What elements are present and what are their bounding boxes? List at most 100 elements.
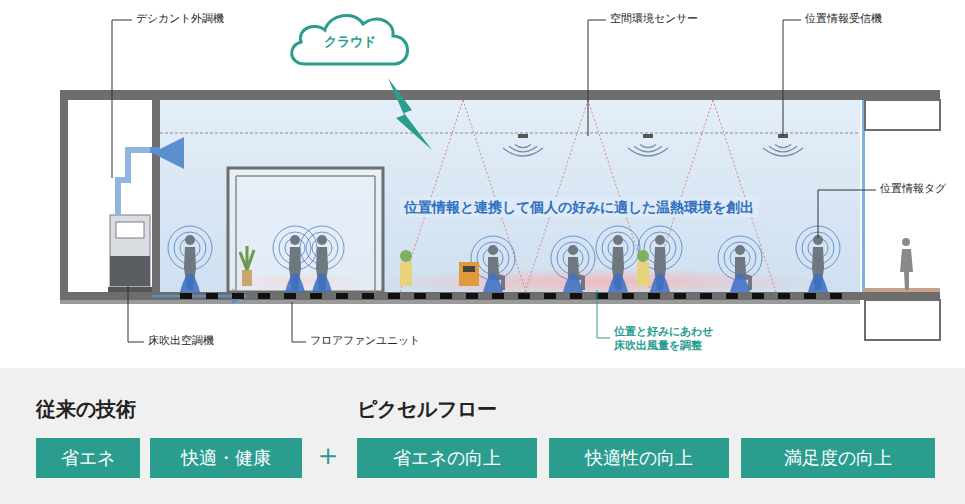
- floor-ac-unit: [110, 256, 150, 286]
- air-plume: [650, 274, 670, 293]
- section-heading: 従来の技術: [36, 396, 136, 422]
- part-label: 位置情報受信機: [805, 12, 882, 26]
- air-plume: [180, 274, 200, 293]
- lightning: [388, 78, 432, 150]
- fan-unit: [258, 293, 270, 299]
- unit-base: [108, 287, 152, 292]
- benefit-text: 快適・健康: [181, 446, 271, 470]
- air-plume: [312, 274, 332, 293]
- receiver: [518, 134, 528, 138]
- duct: [118, 150, 150, 215]
- glass-frame: [374, 176, 376, 292]
- slab-underside: [60, 300, 860, 304]
- signal-wave: [775, 144, 791, 147]
- glass-frame: [235, 176, 237, 292]
- benefit-box: 快適性の向上: [549, 438, 729, 478]
- room-air: [158, 100, 860, 292]
- person-head: [655, 235, 665, 245]
- roof-slab: [60, 90, 940, 100]
- passerby: [900, 238, 913, 290]
- left-wall: [60, 90, 68, 300]
- person-head: [568, 245, 578, 255]
- glass-frame: [236, 175, 375, 177]
- signal-wave: [509, 146, 537, 152]
- cloud-label: クラウド: [324, 33, 376, 51]
- benefit-box: 省エネ: [36, 438, 140, 478]
- signal-wave: [503, 148, 543, 156]
- cloud: クラウド: [283, 8, 417, 70]
- fan-unit: [310, 293, 322, 299]
- leader-line: [597, 290, 610, 338]
- occupants: [168, 226, 840, 292]
- plants: [240, 246, 649, 286]
- partition: [152, 100, 160, 292]
- air-plume: [483, 274, 503, 293]
- fan-unit: [752, 293, 764, 299]
- person-head: [613, 235, 623, 245]
- fan-unit: [700, 293, 712, 299]
- fan-unit: [596, 293, 608, 299]
- benefit-text: 快適性の向上: [585, 446, 693, 470]
- warm-zone: [370, 268, 830, 296]
- part-label: デシカント外調機: [136, 12, 224, 26]
- air-plume: [563, 274, 583, 293]
- fan-unit: [440, 293, 452, 299]
- supply-arrow: [152, 295, 240, 297]
- fan-unit: [544, 293, 556, 299]
- signal-wave: [634, 146, 662, 152]
- control-note: 位置と好みにあわせ 床吹出風量を調整: [614, 325, 726, 354]
- fan-unit: [232, 293, 244, 299]
- signal-wave: [769, 146, 797, 152]
- fan-unit: [622, 293, 634, 299]
- intake-arrow: [168, 151, 182, 155]
- desiccant-unit: [110, 215, 150, 287]
- person-head: [185, 235, 195, 245]
- benefit-text: 省エネ: [61, 446, 115, 470]
- part-label: フロアファンユニット: [310, 334, 420, 348]
- signal-wave: [763, 148, 803, 156]
- person-head: [488, 245, 498, 255]
- leader-lines: [112, 20, 876, 342]
- fan-unit: [804, 293, 816, 299]
- benefit-text: 省エネの向上: [393, 446, 501, 470]
- fan-unit: [466, 293, 478, 299]
- signal-wave: [515, 144, 531, 147]
- fan-unit: [648, 293, 660, 299]
- person-head: [735, 245, 745, 255]
- fan-unit: [518, 293, 530, 299]
- benefit-box: 満足度の向上: [741, 438, 935, 478]
- fan-unit: [778, 293, 790, 299]
- benefit-text: 満足度の向上: [784, 446, 892, 470]
- air-plume: [808, 274, 828, 293]
- summary-band: [0, 368, 965, 504]
- fan-unit: [830, 293, 842, 299]
- part-label: 位置情報タグ: [880, 182, 946, 196]
- fan-unit: [284, 293, 296, 299]
- control-panel: [116, 222, 144, 238]
- receivers: [503, 134, 803, 156]
- ceiling-line: [160, 133, 858, 134]
- balcony: [865, 288, 940, 292]
- fan-unit: [492, 293, 504, 299]
- fan-unit: [206, 293, 218, 299]
- fan-unit: [726, 293, 738, 299]
- person-head: [317, 235, 327, 245]
- fan-unit: [362, 293, 374, 299]
- person-head: [290, 235, 300, 245]
- air-plume: [285, 274, 305, 293]
- floor-slab: [60, 292, 940, 300]
- fan-unit: [570, 293, 582, 299]
- fan-unit: [388, 293, 400, 299]
- spandrel: [865, 300, 940, 340]
- duct: [150, 147, 160, 153]
- fan-unit: [180, 293, 192, 299]
- fan-unit: [336, 293, 348, 299]
- concept-caption: 位置情報と連携して個人の好みに適した温熱環境を創出: [400, 197, 758, 217]
- benefit-box: 快適・健康: [150, 438, 302, 478]
- spandrel: [865, 100, 940, 130]
- part-label: 床吹出空調機: [148, 334, 214, 348]
- fan-unit: [414, 293, 426, 299]
- air-plume: [730, 274, 750, 293]
- robot: [459, 262, 479, 286]
